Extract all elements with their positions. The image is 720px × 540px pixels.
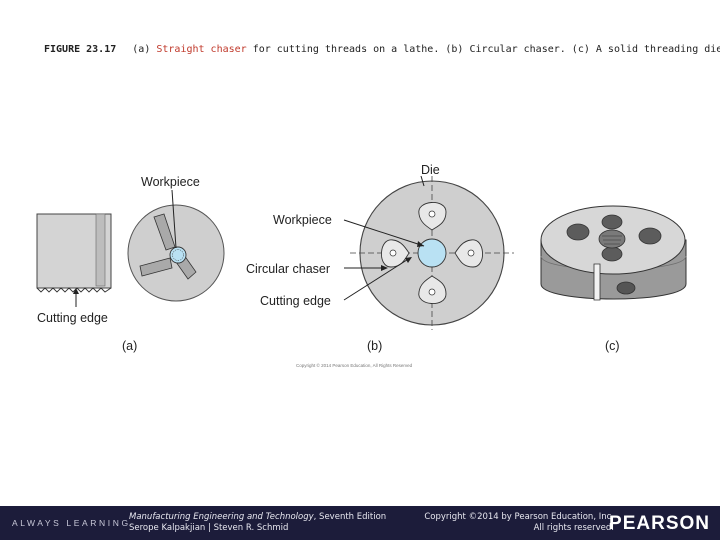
chaser-pins — [389, 210, 475, 296]
book-title: Manufacturing Engineering and Technology — [129, 512, 314, 522]
adjust-screw-hole — [616, 281, 636, 295]
label-cutting-edge-b: Cutting edge — [260, 294, 331, 308]
figure-label: FIGURE 23.17 — [44, 44, 117, 55]
solid-threading-die-diagram: (c) — [540, 205, 687, 353]
chaser-edge-strip — [95, 213, 106, 287]
book-edition: , Seventh Edition — [313, 512, 387, 522]
chaser-teeth — [36, 287, 112, 293]
label-part-c: (c) — [605, 339, 620, 353]
cutting-edge-b-leader — [343, 257, 411, 301]
workpiece-b-circle — [417, 238, 447, 268]
always-learning-text: ALWAYS LEARNING — [12, 518, 131, 528]
die-leader — [420, 175, 425, 187]
pearson-logo: PEARSON — [609, 513, 710, 534]
copyright-notice: Copyright ©2014 by Pearson Education, In… — [424, 512, 614, 534]
die-holes — [566, 214, 662, 262]
book-info: Manufacturing Engineering and Technology… — [129, 512, 386, 534]
threading-figure: Workpiece Cutting edge (a) Die Workpiece… — [36, 163, 687, 368]
caption-part-a-prefix: (a) — [132, 44, 157, 55]
caption-rest: for cutting threads on a lathe. (b) Circ… — [246, 44, 720, 55]
copyright-line-2: All rights reserved. — [533, 523, 614, 533]
radial-chasers — [139, 213, 197, 280]
copyright-line-1: Copyright ©2014 by Pearson Education, In… — [424, 512, 614, 522]
workpiece-b-leader — [343, 219, 425, 247]
book-authors: Serope Kalpakjian | Steven R. Schmid — [129, 523, 289, 533]
circular-chaser-diagram: Die Workpiece Circular chaser Cutting ed… — [246, 163, 514, 368]
label-part-b: (b) — [367, 339, 382, 353]
small-copyright: Copyright © 2014 Pearson Education, All … — [296, 362, 413, 368]
label-workpiece-a: Workpiece — [141, 175, 200, 189]
label-part-a: (a) — [122, 339, 137, 353]
caption-highlight: Straight chaser — [156, 44, 247, 55]
label-die: Die — [421, 163, 440, 177]
workpiece-a-leader — [171, 189, 177, 249]
label-cutting-edge-a: Cutting edge — [37, 311, 108, 325]
straight-chaser-diagram: Workpiece Cutting edge (a) — [36, 175, 225, 353]
die-split-slot — [593, 263, 601, 301]
figure-caption: FIGURE 23.17 (a) Straight chaser for cut… — [44, 44, 720, 55]
label-workpiece-b: Workpiece — [273, 213, 332, 227]
cutting-edge-arrow-a — [73, 288, 79, 294]
die-center-bore — [598, 229, 626, 249]
footer-bar: ALWAYS LEARNING Manufacturing Engineerin… — [0, 506, 720, 540]
label-circular-chaser: Circular chaser — [246, 262, 330, 276]
